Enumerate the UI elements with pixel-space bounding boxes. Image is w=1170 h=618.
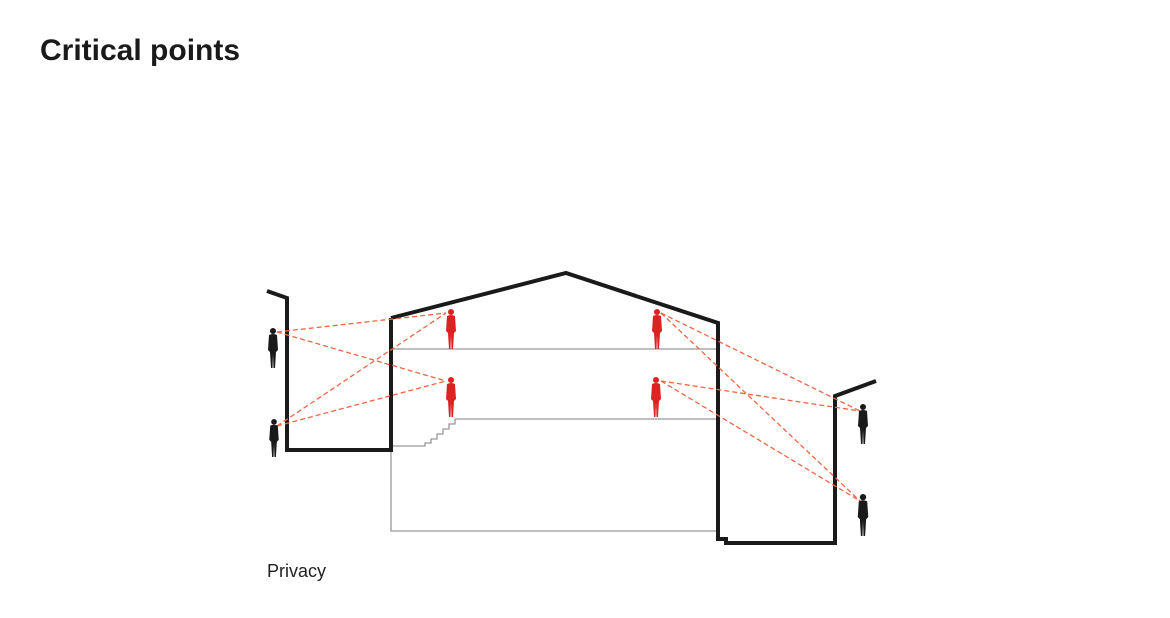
sightline [660,312,861,412]
person-icon [268,328,278,368]
diagram-caption: Privacy [267,561,327,581]
sightline [276,312,447,333]
building-outline [266,270,877,545]
inside-people [446,309,662,417]
person-icon [269,419,279,457]
person-icon [446,309,456,349]
person-icon [446,377,456,417]
sightline [660,380,861,502]
basement [390,446,718,532]
sightline [660,312,861,502]
main-roof-and-wall [390,270,877,545]
floors [390,348,718,532]
left-neighbor [266,289,393,452]
sightline [276,312,447,427]
sightline [276,380,447,427]
sightline [660,380,861,412]
page-title: Critical points [40,34,241,67]
sightline [276,331,447,382]
outside-people [268,328,869,536]
stairs [391,419,456,447]
sightlines [276,312,861,502]
person-icon [858,404,868,444]
person-icon [651,377,661,417]
person-icon [652,309,662,349]
